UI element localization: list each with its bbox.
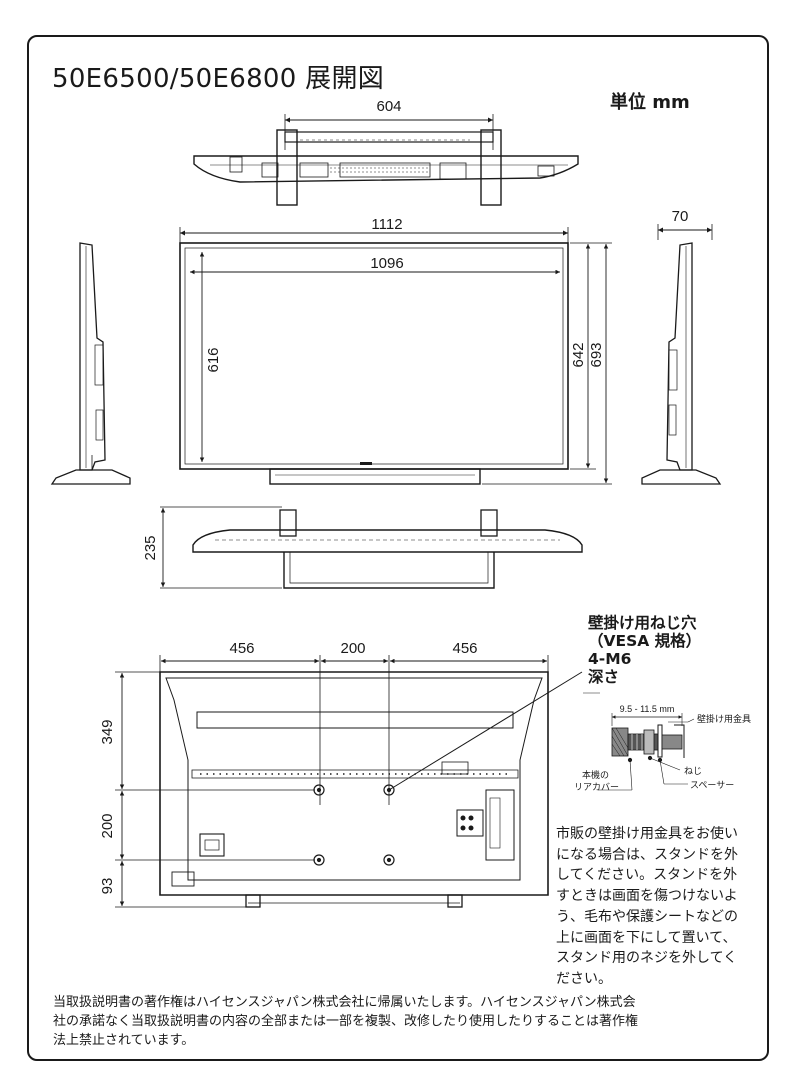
dim-rear-top: 349 <box>99 719 116 744</box>
instruction-line: 市販の壁掛け用金具をお使い <box>556 826 738 842</box>
vesa-line-3: 4-M6 <box>588 650 632 668</box>
dim-rear-center: 200 <box>340 640 365 657</box>
detail-spacer-label: スペーサー <box>690 780 734 790</box>
instruction-line: すときは画面を傷つけないよ <box>556 888 738 905</box>
vesa-line-4: 深さ <box>588 668 620 686</box>
detail-rear-cover-label-1: 本機の <box>582 769 609 780</box>
dim-screen-height: 616 <box>205 347 222 372</box>
bottom-view <box>160 506 583 589</box>
instruction-line: スタンド用のネジを外してく <box>556 950 738 967</box>
unit-label: 単位 mm <box>610 92 690 113</box>
detail-rear-cover-label-2: リアカバー <box>574 782 619 792</box>
dim-rear-vesa-v: 200 <box>99 813 116 838</box>
footer-line: 当取扱説明書の著作権はハイセンスジャパン株式会社に帰属いたします。ハイセンスジャ… <box>53 995 636 1010</box>
detail-screw-label: ねじ <box>684 766 702 776</box>
top-view <box>193 114 579 206</box>
rear-view <box>115 655 600 908</box>
page-frame <box>27 35 769 1061</box>
detail-bracket-label: 壁掛け用金具 <box>697 713 751 724</box>
right-side-view <box>641 224 722 485</box>
dim-height-with-stand: 693 <box>588 342 605 367</box>
dim-stand-width: 604 <box>376 98 401 115</box>
vesa-label: 壁掛け用ねじ穴 （VESA 規格） 4-M6 深さ <box>588 614 701 686</box>
page-title: 50E6500/50E6800 展開図 <box>52 64 385 94</box>
wall-mount-instructions: 市販の壁掛け用金具をお使い になる場合は、スタンドを外 してください。スタンドを… <box>556 824 770 990</box>
dim-rear-left: 456 <box>229 640 254 657</box>
instruction-line: ださい。 <box>556 970 612 987</box>
dim-stand-depth: 235 <box>142 535 159 560</box>
dim-screen-width: 1096 <box>370 255 403 272</box>
left-side-view <box>50 242 131 485</box>
dim-rear-right: 456 <box>452 640 477 657</box>
footer-line: 法上禁止されています。 <box>53 1033 195 1048</box>
instruction-line: う、毛布や保護シートなどの <box>556 908 738 925</box>
vesa-line-2: （VESA 規格） <box>588 632 702 650</box>
instruction-line: になる場合は、スタンドを外 <box>556 846 738 863</box>
detail-range: 9.5 - 11.5 mm <box>620 704 675 714</box>
dim-height-no-stand: 642 <box>570 342 587 367</box>
copyright-footer: 当取扱説明書の著作権はハイセンスジャパン株式会社に帰属いたします。ハイセンスジャ… <box>53 993 753 1050</box>
dim-depth: 70 <box>672 208 689 225</box>
vesa-line-1: 壁掛け用ねじ穴 <box>588 614 697 632</box>
instruction-line: してください。スタンドを外 <box>556 867 738 884</box>
screw-detail <box>598 713 695 791</box>
instruction-line: 上に画面を下にして置いて、 <box>556 929 737 946</box>
front-view <box>179 227 612 485</box>
footer-line: 社の承諾なく当取扱説明書の内容の全部または一部を複製、改修したり使用したりするこ… <box>53 1014 639 1029</box>
dim-rear-bottom: 93 <box>99 878 116 895</box>
dim-outer-width: 1112 <box>371 216 402 233</box>
